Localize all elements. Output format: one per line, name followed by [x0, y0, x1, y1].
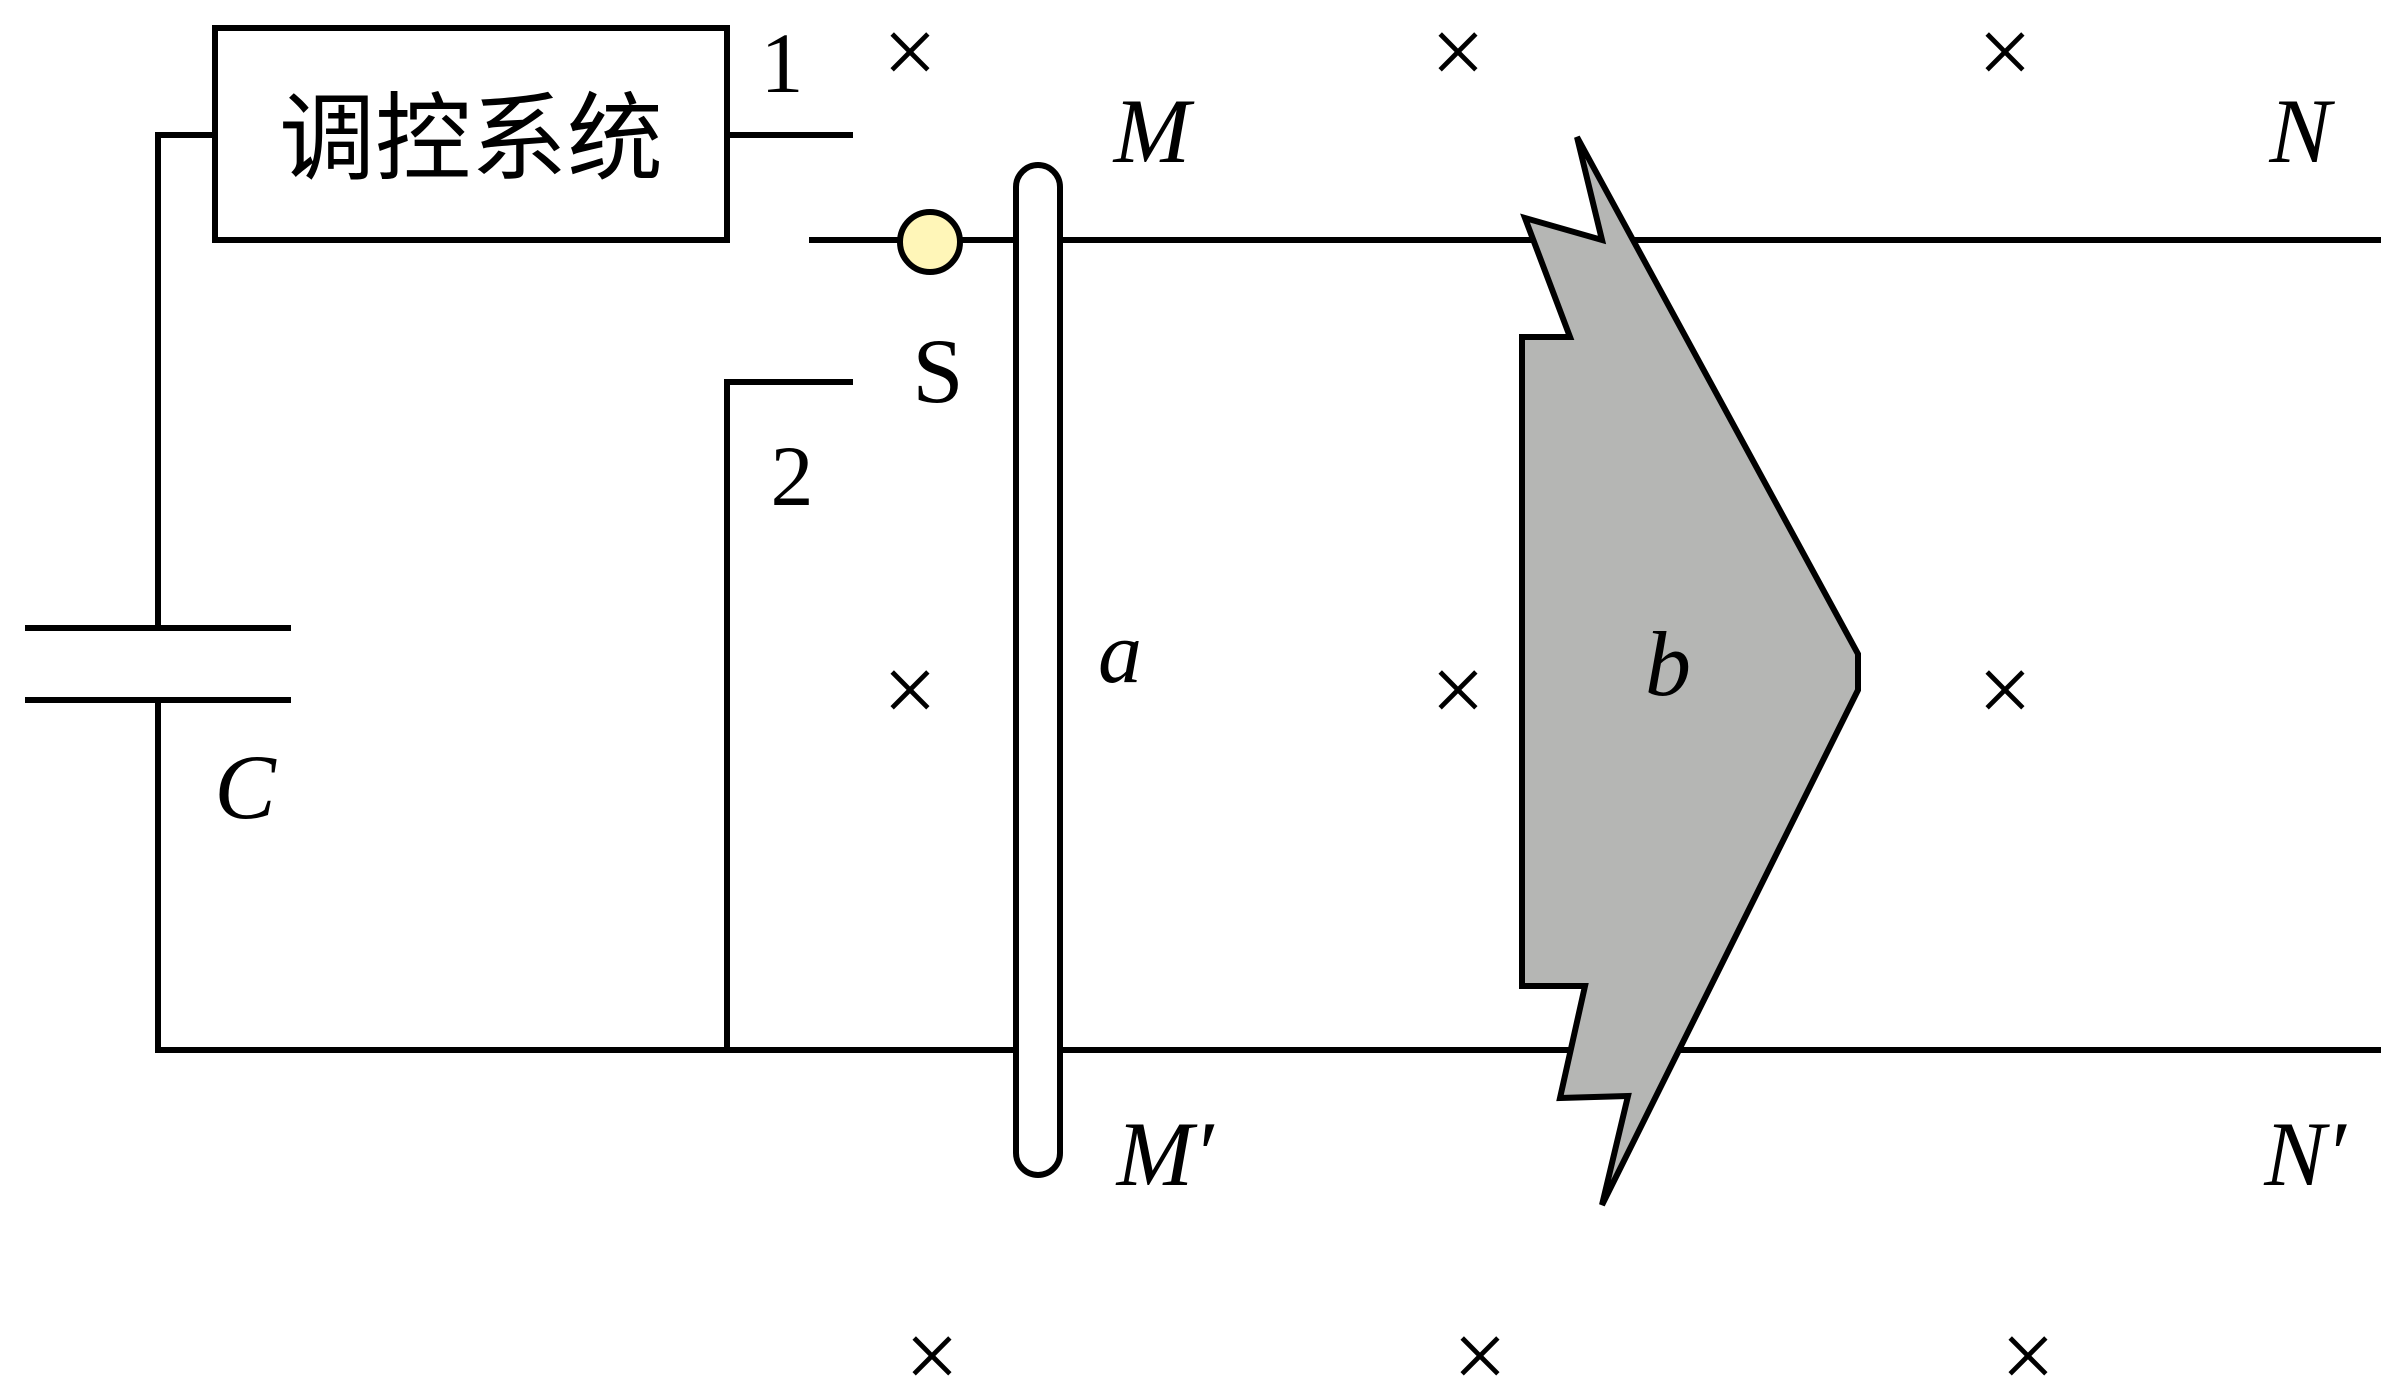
rod-a: a: [1013, 162, 1142, 1178]
field-cross: ×: [1431, 0, 1485, 105]
label-m: M: [1112, 80, 1195, 182]
terminal-2-label: 2: [771, 428, 814, 524]
label-n: N: [2268, 80, 2335, 182]
field-cross: ×: [1431, 636, 1485, 743]
field-cross: ×: [1978, 0, 2032, 105]
capacitor-label: C: [214, 736, 277, 838]
field-cross: ×: [2001, 1302, 2055, 1400]
field-cross: ×: [883, 636, 937, 743]
terminal-1-label: 1: [761, 15, 804, 111]
rod-a-shape: [1013, 162, 1063, 1178]
label-m-prime: M′: [1115, 1103, 1216, 1205]
field-cross: ×: [1978, 636, 2032, 743]
body-b-label: b: [1645, 613, 1691, 715]
body-b: b: [1519, 135, 1861, 1207]
switch-knob: [897, 209, 963, 275]
field-cross: ×: [905, 1302, 959, 1400]
control-system-label: 调控系统: [279, 83, 663, 195]
switch-label: S: [912, 320, 963, 422]
label-n-prime: N′: [2263, 1103, 2347, 1205]
body-b-shape: [1519, 135, 1861, 1207]
field-cross: ×: [1453, 1302, 1507, 1400]
field-cross: ×: [883, 0, 937, 105]
magnetic-field: × × × × × × × × ×: [883, 0, 2055, 1400]
rod-a-label: a: [1098, 605, 1142, 702]
switch-s: S: [897, 209, 964, 422]
control-system-box: 调控系统: [212, 25, 730, 243]
circuit-wires: [155, 132, 2381, 1053]
capacitor: C: [25, 625, 291, 838]
